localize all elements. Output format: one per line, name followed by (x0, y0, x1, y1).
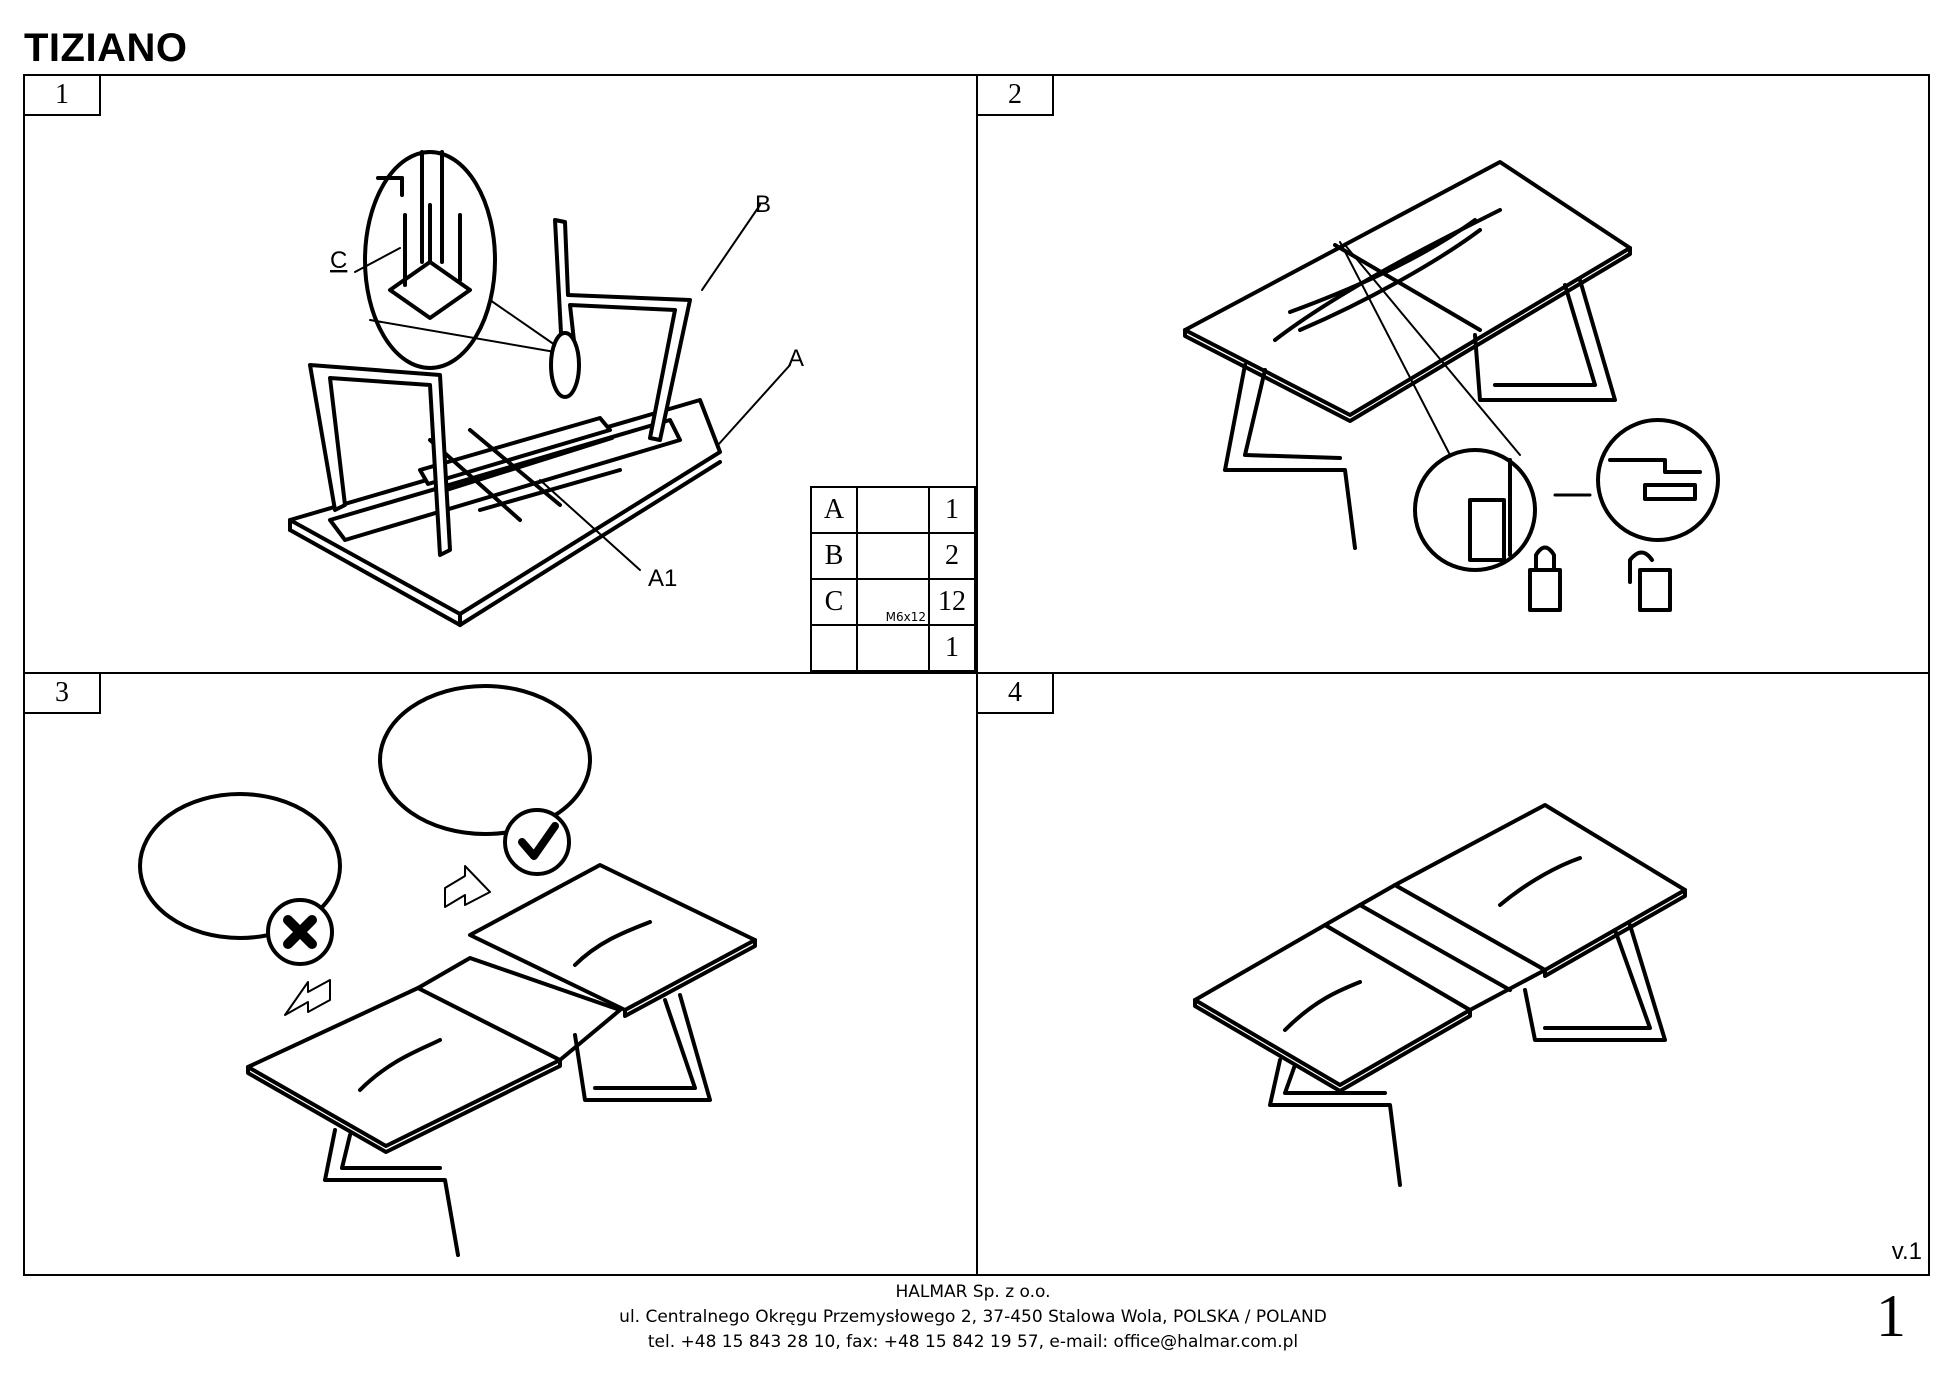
allen-key-icon (856, 624, 930, 672)
table-row: 1 (810, 624, 976, 672)
step-number-3: 3 (25, 674, 101, 714)
step2-table-unlock (1183, 160, 1720, 612)
document-title: TIZIANO (24, 26, 188, 70)
step1-table-assembly (288, 150, 791, 627)
footer: HALMAR Sp. z o.o. ul. Centralnego Okręgu… (0, 1280, 1946, 1355)
table-row: A 1 (810, 486, 976, 534)
part-letter: C (810, 578, 858, 626)
step-number-2: 2 (978, 76, 1054, 116)
part-letter (810, 624, 858, 672)
parts-table: A 1 B 2 C M6x12 12 1 (810, 486, 976, 672)
label-a: A (788, 345, 804, 372)
table-row: C M6x12 12 (810, 578, 976, 626)
part-quantity: 12 (928, 578, 976, 626)
part-quantity: 2 (928, 532, 976, 580)
table-row: B 2 (810, 532, 976, 580)
label-b: B (755, 191, 771, 218)
page-number: 1 (1876, 1283, 1906, 1349)
bolt-size-label: M6x12 (885, 610, 926, 624)
label-a1: A1 (648, 565, 677, 592)
leg-frame-icon (856, 532, 930, 580)
footer-contact: tel. +48 15 843 28 10, fax: +48 15 842 1… (647, 1332, 1299, 1352)
footer-address: ul. Centralnego Okręgu Przemysłowego 2, … (619, 1307, 1327, 1327)
part-quantity: 1 (928, 486, 976, 534)
panel-divider-vertical (976, 74, 978, 1276)
part-quantity: 1 (928, 624, 976, 672)
step4-table-extended (1193, 803, 1687, 1187)
panel-divider-horizontal (23, 672, 1930, 674)
footer-company: HALMAR Sp. z o.o. (895, 1282, 1051, 1302)
part-letter: A (810, 486, 858, 534)
step-number-1: 1 (25, 76, 101, 116)
version-label: v.1 (1891, 1238, 1922, 1265)
tabletop-icon (856, 486, 930, 534)
part-letter: B (810, 532, 858, 580)
step-number-4: 4 (978, 674, 1054, 714)
step3-table-extend (138, 684, 757, 1257)
label-c: C (330, 247, 347, 274)
bolt-icon: M6x12 (856, 578, 930, 626)
